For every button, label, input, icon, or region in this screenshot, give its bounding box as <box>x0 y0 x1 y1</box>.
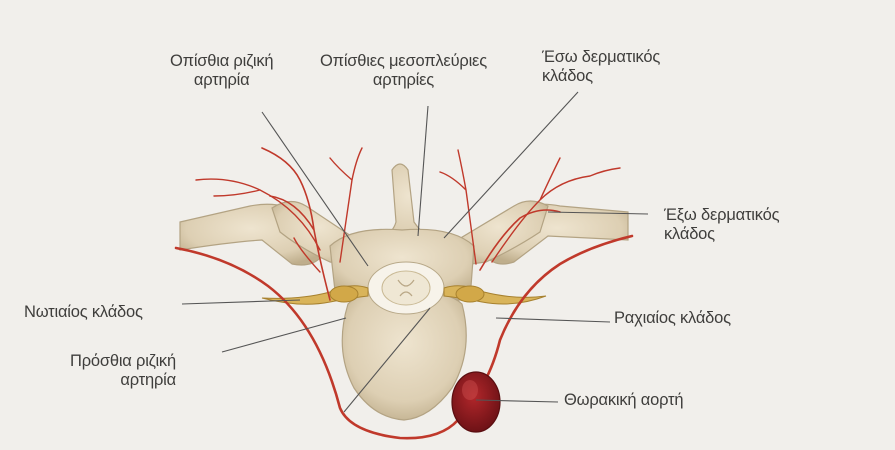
label-posterior-radicular-artery: Οπίσθια ριζική αρτηρία <box>170 52 273 90</box>
label-lateral-cutaneous-branch: Έξω δερματικός κλάδος <box>664 206 779 244</box>
label-anterior-radicular-artery: Πρόσθια ριζική αρτηρία <box>70 352 176 390</box>
label-dorsal-branch: Νωτιαίος κλάδος <box>24 303 143 322</box>
label-posterior-intercostal-arteries: Οπίσθιες μεσοπλεύριες αρτηρίες <box>320 52 487 90</box>
label-thoracic-aorta: Θωρακική αορτή <box>564 391 683 410</box>
label-medial-cutaneous-branch: Έσω δερματικός κλάδος <box>542 48 660 86</box>
label-spinal-branch: Ραχιαίος κλάδος <box>614 309 731 328</box>
thoracic-aorta-shape <box>452 372 500 432</box>
spinal-cord <box>382 271 430 305</box>
